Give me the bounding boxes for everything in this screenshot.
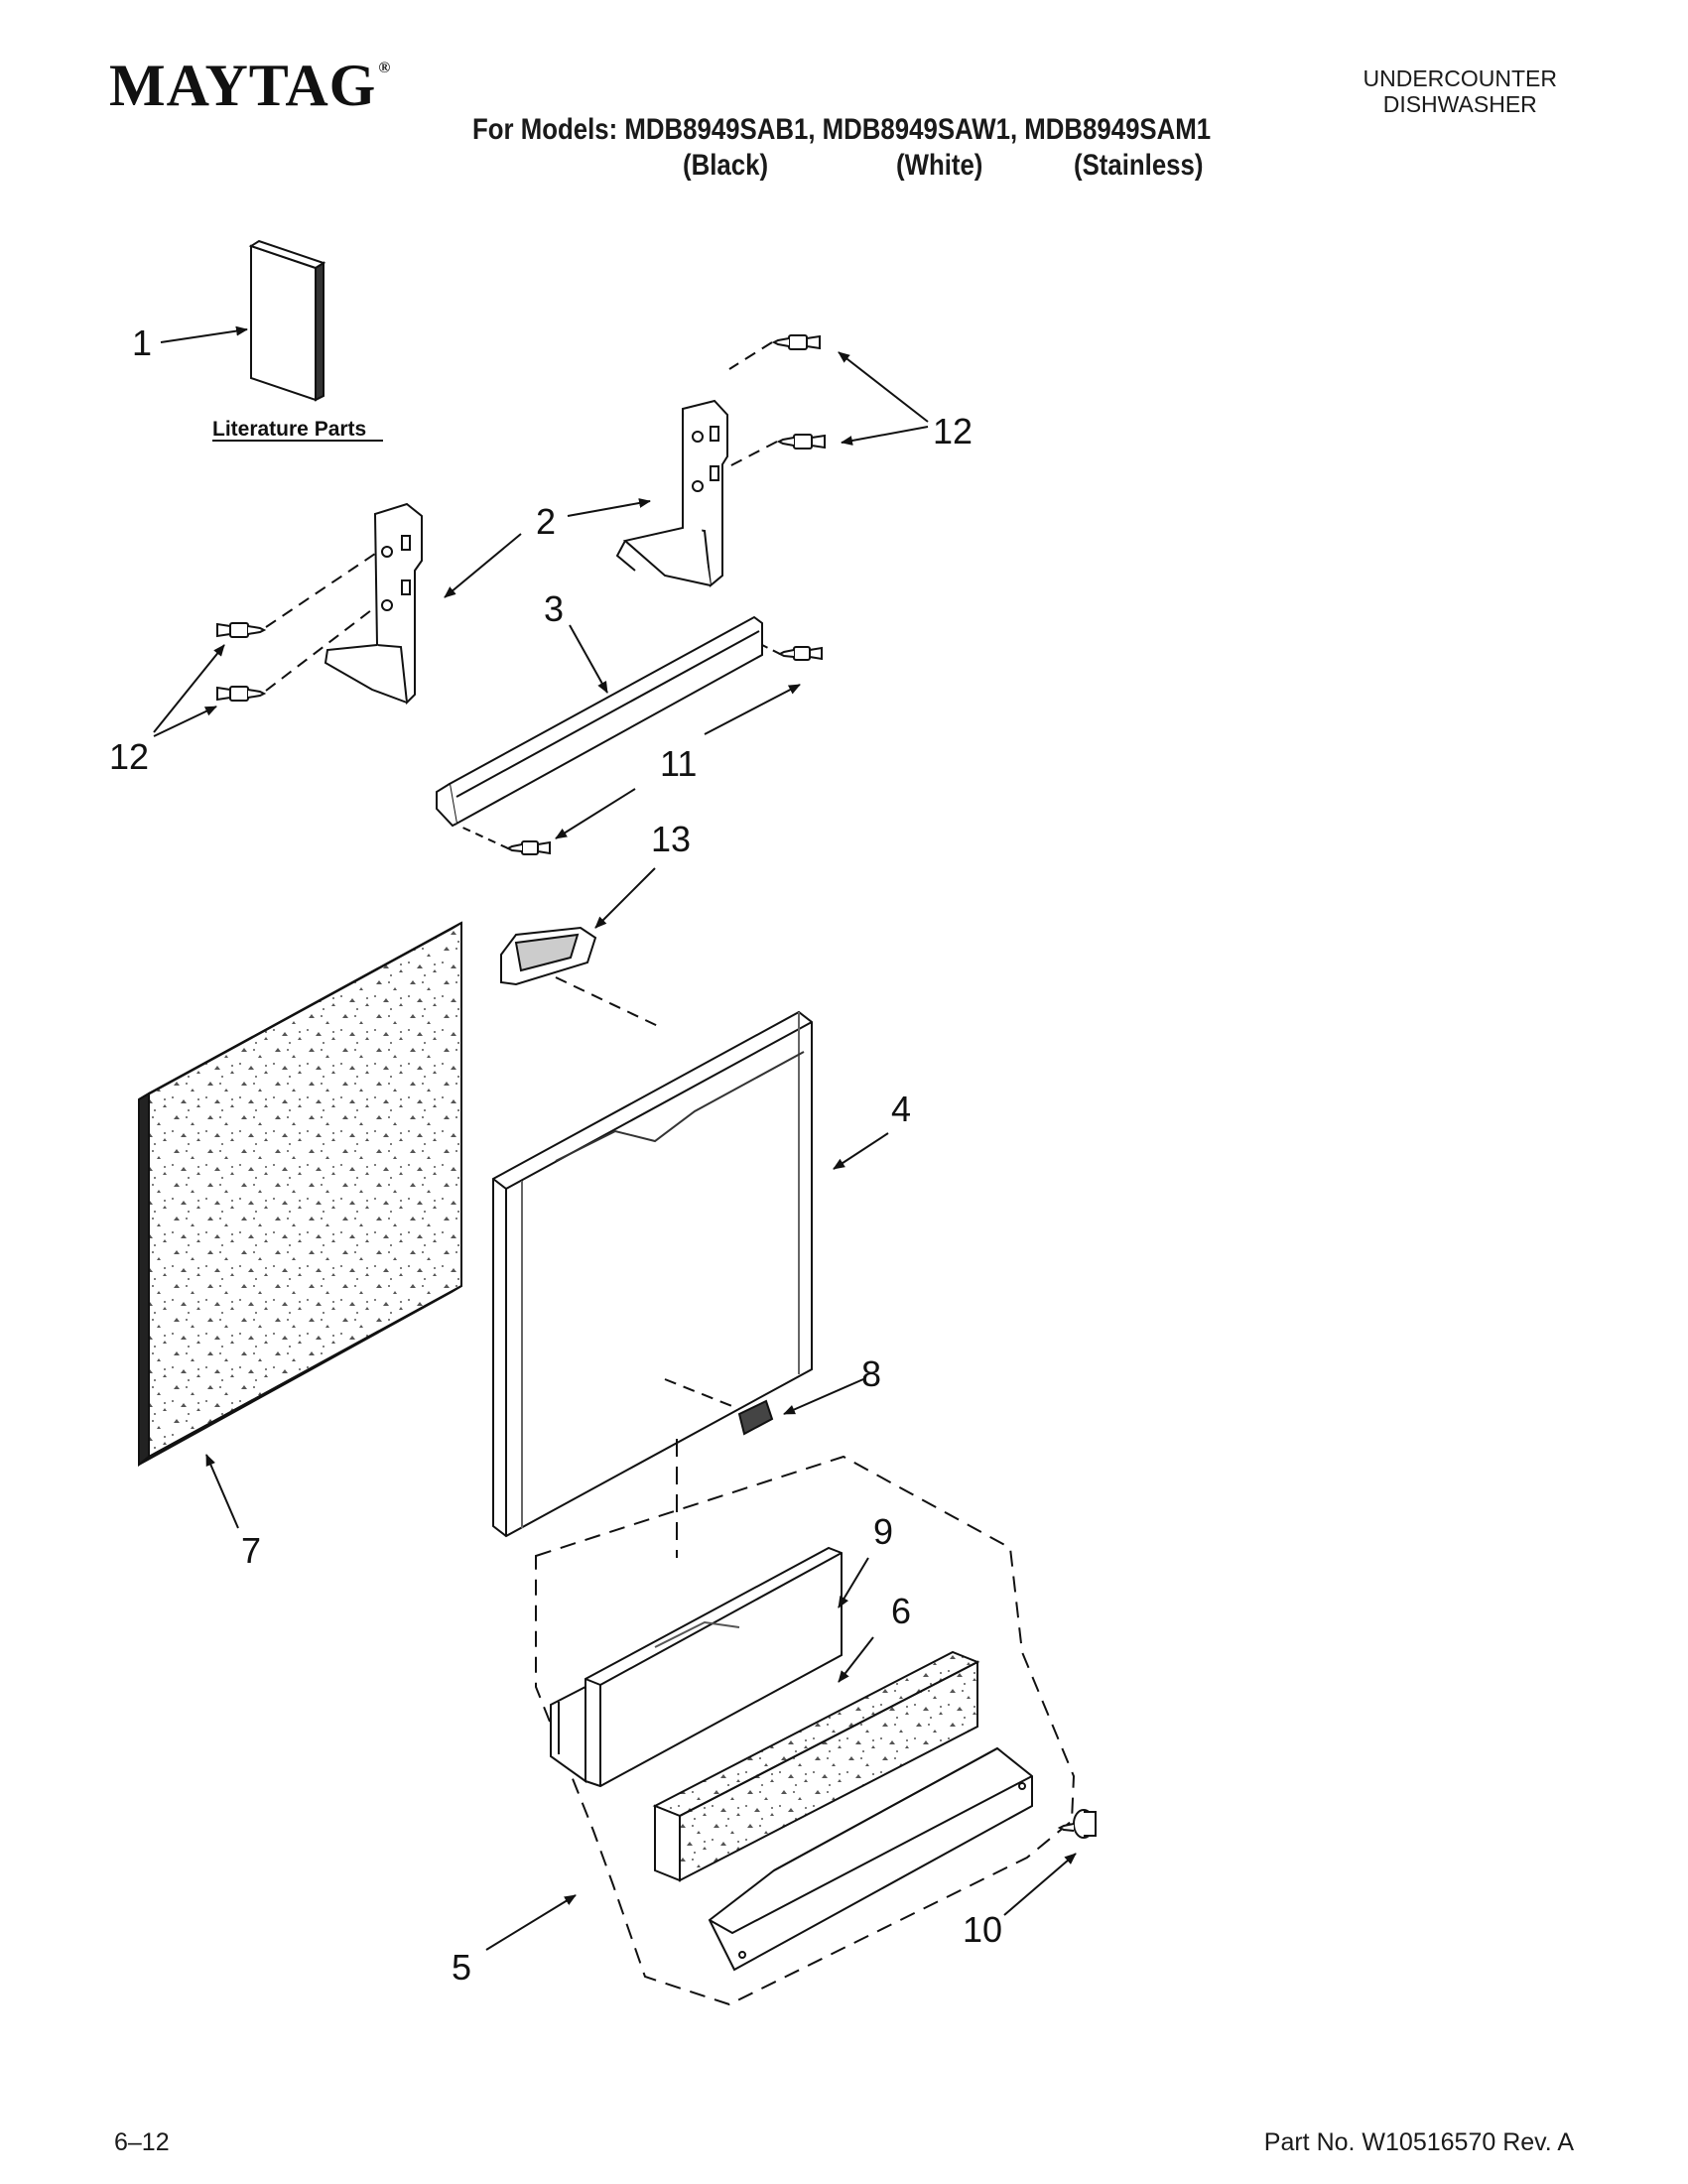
callout-1: 1 — [132, 322, 152, 363]
callout-12-lower: 12 — [109, 736, 149, 777]
category-line-1: UNDERCOUNTER — [1363, 65, 1558, 91]
callout-10: 10 — [963, 1909, 1002, 1950]
literature-booklet — [248, 239, 326, 402]
product-category: UNDERCOUNTER DISHWASHER — [1363, 65, 1558, 117]
category-line-2: DISHWASHER — [1382, 91, 1537, 117]
callout-4: 4 — [891, 1089, 911, 1129]
callout-8: 8 — [861, 1353, 881, 1394]
callout-11: 11 — [660, 743, 697, 784]
literature-parts-label: Literature Parts — [212, 418, 366, 441]
toe-kick-kit-outline — [535, 1455, 1076, 2006]
registered-mark: ® — [378, 60, 392, 76]
part-number: Part No. W10516570 Rev. A — [1263, 2128, 1574, 2156]
callout-6: 6 — [891, 1591, 911, 1631]
outer-door-panel — [492, 1010, 813, 1538]
brand-name: MAYTAG — [109, 53, 377, 118]
channel-screws — [505, 646, 823, 855]
date-code: 6–12 — [114, 2128, 170, 2156]
variant-stainless: (Stainless) — [1074, 149, 1204, 182]
control-panel-frame — [550, 1546, 843, 1788]
callout-2: 2 — [536, 501, 556, 542]
upper-screws — [771, 334, 826, 450]
callout-7: 7 — [241, 1530, 261, 1571]
foam-strip — [652, 1650, 980, 1882]
right-mounting-bracket — [615, 399, 728, 587]
toe-kick-screw — [1057, 1809, 1097, 1839]
left-mounting-bracket — [324, 502, 423, 706]
lower-screws — [216, 622, 267, 702]
callout-9: 9 — [873, 1511, 893, 1552]
toe-kick-panel — [708, 1746, 1033, 1972]
mounting-channel — [436, 615, 763, 828]
variant-white: (White) — [896, 149, 983, 182]
door-handle-cap — [500, 926, 597, 986]
variant-black: (Black) — [683, 149, 769, 182]
callout-12-upper: 12 — [933, 411, 973, 451]
door-badge — [737, 1399, 774, 1436]
callout-13: 13 — [651, 819, 691, 859]
door-insulation-panel — [138, 921, 462, 1468]
models-line: For Models: MDB8949SAB1, MDB8949SAW1, MD… — [472, 113, 1212, 146]
callout-5: 5 — [452, 1947, 471, 1988]
callout-3: 3 — [544, 588, 564, 629]
brand-logo: MAYTAG® — [109, 52, 391, 120]
